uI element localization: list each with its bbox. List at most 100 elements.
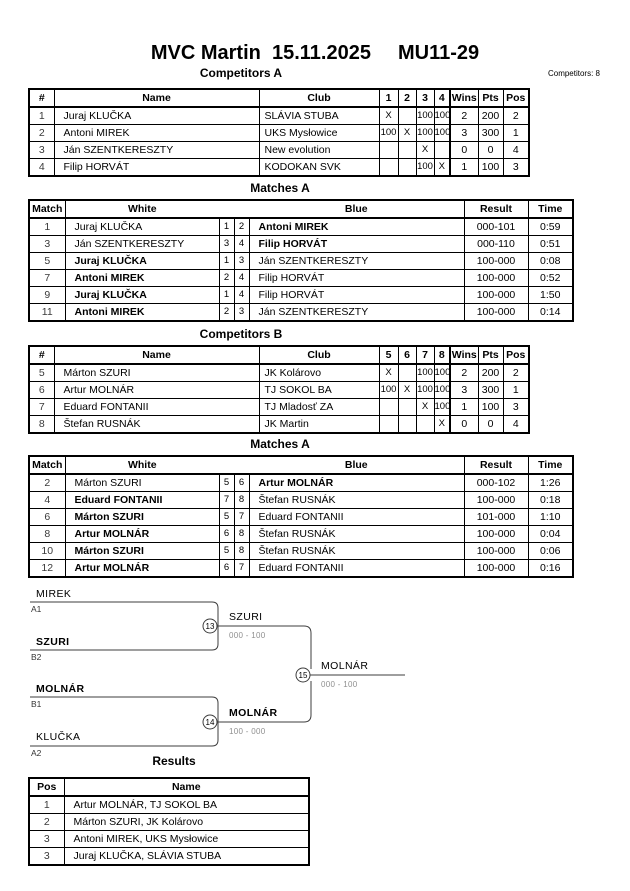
bracket-slot-seed: A2 <box>31 748 42 758</box>
match-row: 7 Antoni MIREK 2 4 Filip HORVÁT 100-000 … <box>28 269 574 287</box>
bracket-winner-name: MOLNÁR <box>229 707 278 719</box>
match-14-circle <box>202 714 218 730</box>
match-13-circle <box>202 618 218 634</box>
col-name: Name <box>53 345 260 365</box>
match-result: 000-101 <box>463 217 529 236</box>
competitor-name: Antoni MIREK <box>53 124 260 142</box>
match-result: 101-000 <box>463 508 529 526</box>
competitor-name: Juraj KLUČKA <box>53 106 260 125</box>
matches-a-header: Match White Blue Result Time <box>28 199 574 219</box>
result-pos: 3 <box>28 830 65 848</box>
col-pos: Pos <box>502 88 530 108</box>
col-spacer <box>219 199 249 219</box>
competitor-row: 8 Štefan RUSNÁK JK Martin X 0 0 4 <box>28 415 530 434</box>
col-pts: Pts <box>477 88 504 108</box>
competitor-club: TJ Mladosť ZA <box>258 398 380 416</box>
blue-name: Ján SZENTKERESZTY <box>248 252 465 270</box>
col-blue: Blue <box>248 455 465 475</box>
white-draw-number: 1 <box>218 286 235 304</box>
col-time: Time <box>527 199 574 219</box>
match-time: 0:59 <box>527 217 574 236</box>
bracket-slot-name: MOLNÁR <box>36 683 85 695</box>
competitor-name: Štefan RUSNÁK <box>53 415 260 434</box>
match-result: 100-000 <box>463 542 529 560</box>
bracket-match-score: 100 - 000 <box>229 727 266 736</box>
section-heading-matches-b: Matches A <box>250 437 310 451</box>
competitors-a-header: # Name Club 1 2 3 4 Wins Pts Pos <box>28 88 530 108</box>
bracket-slot-name: SZURI <box>36 636 70 648</box>
results-table: Pos Name 1 Artur MOLNÁR, TJ SOKOL BA 2 M… <box>28 777 310 866</box>
bracket-match-score: 000 - 100 <box>321 680 358 689</box>
match-time: 1:26 <box>527 473 574 492</box>
competitor-row: 4 Filip HORVÁT KODOKAN SVK 100 X 1 100 3 <box>28 158 530 177</box>
match-row: 8 Artur MOLNÁR 6 8 Štefan RUSNÁK 100-000… <box>28 525 574 543</box>
competitor-number: 7 <box>28 398 55 416</box>
bracket-slot-name: KLUČKA <box>36 731 81 743</box>
white-name: Antoni MIREK <box>64 303 220 322</box>
match-row: 3 Ján SZENTKERESZTY 3 4 Filip HORVÁT 000… <box>28 235 574 253</box>
match-time: 0:14 <box>527 303 574 322</box>
competitor-name: Eduard FONTANII <box>53 398 260 416</box>
competitors-a-table: # Name Club 1 2 3 4 Wins Pts Pos 1 Juraj… <box>28 88 530 177</box>
white-draw-number: 2 <box>218 303 235 322</box>
competitor-number: 3 <box>28 141 55 159</box>
competitors-b-header: # Name Club 5 6 7 8 Wins Pts Pos <box>28 345 530 365</box>
match-result: 000-102 <box>463 473 529 492</box>
white-name: Juraj KLUČKA <box>64 217 220 236</box>
col-name: Name <box>53 88 260 108</box>
bracket-winner-name: SZURI <box>229 611 263 623</box>
competitor-name: Ján SZENTKERESZTY <box>53 141 260 159</box>
competitor-club: UKS Mysłowice <box>258 124 380 142</box>
match-row: 10 Márton SZURI 5 8 Štefan RUSNÁK 100-00… <box>28 542 574 560</box>
competitor-pts: 100 <box>477 398 504 416</box>
results-header: Pos Name <box>28 777 310 797</box>
result-row: 1 Artur MOLNÁR, TJ SOKOL BA <box>28 795 310 814</box>
bracket-match-score: 000 - 100 <box>229 631 266 640</box>
competitor-wins: 0 <box>449 415 479 434</box>
blue-name: Štefan RUSNÁK <box>248 491 465 509</box>
col-club: Club <box>258 88 380 108</box>
match-row: 6 Márton SZURI 5 7 Eduard FONTANII 101-0… <box>28 508 574 526</box>
match-result: 100-000 <box>463 286 529 304</box>
competitor-row: 2 Antoni MIREK UKS Mysłowice 100 X 100 1… <box>28 124 530 142</box>
bracket-slot-name: MIREK <box>36 588 72 600</box>
competitor-pos: 3 <box>502 158 530 177</box>
bracket-slot-seed: B1 <box>31 699 42 709</box>
col-result: Result <box>463 199 529 219</box>
result-row: 3 Antoni MIREK, UKS Mysłowice <box>28 830 310 848</box>
matches-b-table: Match White Blue Result Time 2 Márton SZ… <box>28 455 574 578</box>
match-row: 5 Juraj KLUČKA 1 3 Ján SZENTKERESZTY 100… <box>28 252 574 270</box>
match-row: 12 Artur MOLNÁR 6 7 Eduard FONTANII 100-… <box>28 559 574 578</box>
col-club: Club <box>258 345 380 365</box>
match-14-number: 14 <box>206 718 215 727</box>
col-opp8: 8 <box>433 345 451 365</box>
match-15-circle <box>295 667 311 683</box>
col-white: White <box>64 199 220 219</box>
blue-name: Filip HORVÁT <box>248 235 465 253</box>
result-name: Márton SZURI, JK Kolárovo <box>63 813 310 831</box>
match-result: 100-000 <box>463 491 529 509</box>
match-result: 100-000 <box>463 559 529 578</box>
blue-name: Filip HORVÁT <box>248 286 465 304</box>
white-name: Eduard FONTANII <box>64 491 220 509</box>
blue-name: Ján SZENTKERESZTY <box>248 303 465 322</box>
white-name: Ján SZENTKERESZTY <box>64 235 220 253</box>
white-name: Márton SZURI <box>64 542 220 560</box>
competitor-pos: 4 <box>502 141 530 159</box>
col-result: Result <box>463 455 529 475</box>
matches-b-header: Match White Blue Result Time <box>28 455 574 475</box>
col-pos: Pos <box>28 777 65 797</box>
result-pos: 1 <box>28 795 65 814</box>
match-time: 0:06 <box>527 542 574 560</box>
col-spacer <box>219 455 249 475</box>
competitors-b-table: # Name Club 5 6 7 8 Wins Pts Pos 5 Márto… <box>28 345 530 434</box>
col-match: Match <box>28 199 66 219</box>
result-name: Juraj KLUČKA, SLÁVIA STUBA <box>63 847 310 866</box>
matches-a-table: Match White Blue Result Time 1 Juraj KLU… <box>28 199 574 322</box>
competitor-club: New evolution <box>258 141 380 159</box>
bracket-winner-name: MOLNÁR <box>321 660 369 672</box>
col-wins: Wins <box>449 88 479 108</box>
result-name: Artur MOLNÁR, TJ SOKOL BA <box>63 795 310 814</box>
